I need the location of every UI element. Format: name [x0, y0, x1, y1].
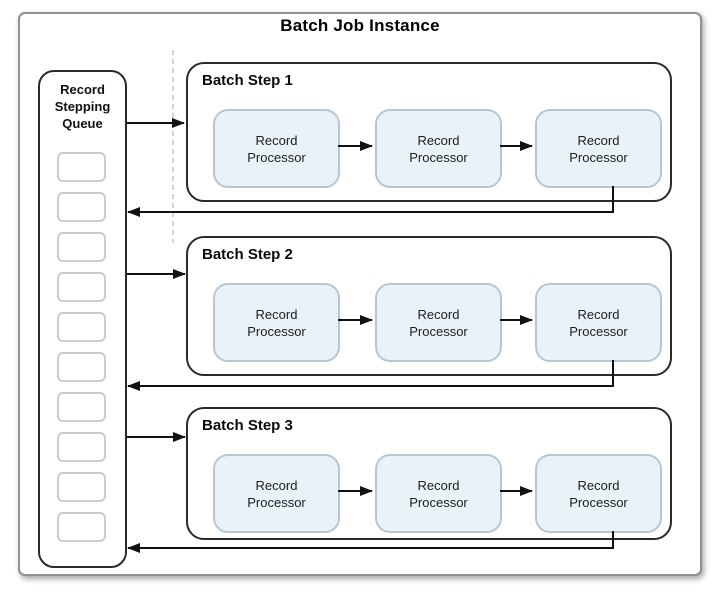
record-processor-label: Record Processor — [247, 477, 306, 510]
record-processor: Record Processor — [375, 109, 502, 188]
queue-slot — [57, 272, 106, 302]
queue-slot — [57, 392, 106, 422]
record-processor: Record Processor — [213, 109, 340, 188]
queue-slot — [57, 512, 106, 542]
queue-slot — [57, 432, 106, 462]
record-processor-label: Record Processor — [409, 306, 468, 339]
batch-step-2-label: Batch Step 2 — [202, 246, 293, 263]
record-processor-label: Record Processor — [409, 477, 468, 510]
queue-label-text: Record Stepping Queue — [54, 82, 111, 131]
queue-slot — [57, 192, 106, 222]
queue-label: Record Stepping Queue — [40, 81, 125, 132]
record-processor-label: Record Processor — [569, 132, 628, 165]
batch-step-1-label: Batch Step 1 — [202, 72, 293, 89]
record-processor-label: Record Processor — [569, 477, 628, 510]
record-processor-label: Record Processor — [247, 132, 306, 165]
record-processor-label: Record Processor — [247, 306, 306, 339]
record-processor: Record Processor — [535, 283, 662, 362]
batch-step-1: Batch Step 1 Record Processor Record Pro… — [186, 62, 672, 202]
batch-step-2: Batch Step 2 Record Processor Record Pro… — [186, 236, 672, 376]
record-processor-label: Record Processor — [569, 306, 628, 339]
record-processor: Record Processor — [213, 454, 340, 533]
record-processor: Record Processor — [375, 283, 502, 362]
queue-slot — [57, 312, 106, 342]
record-processor: Record Processor — [375, 454, 502, 533]
queue-slot — [57, 352, 106, 382]
batch-step-3-label: Batch Step 3 — [202, 417, 293, 434]
queue-slot — [57, 232, 106, 262]
queue-slots — [57, 152, 106, 542]
queue-slot — [57, 472, 106, 502]
record-processor: Record Processor — [535, 454, 662, 533]
queue-slot — [57, 152, 106, 182]
record-processor-label: Record Processor — [409, 132, 468, 165]
batch-step-3: Batch Step 3 Record Processor Record Pro… — [186, 407, 672, 540]
diagram-title: Batch Job Instance — [280, 16, 440, 35]
record-processor: Record Processor — [535, 109, 662, 188]
record-processor: Record Processor — [213, 283, 340, 362]
record-stepping-queue: Record Stepping Queue — [38, 70, 127, 568]
